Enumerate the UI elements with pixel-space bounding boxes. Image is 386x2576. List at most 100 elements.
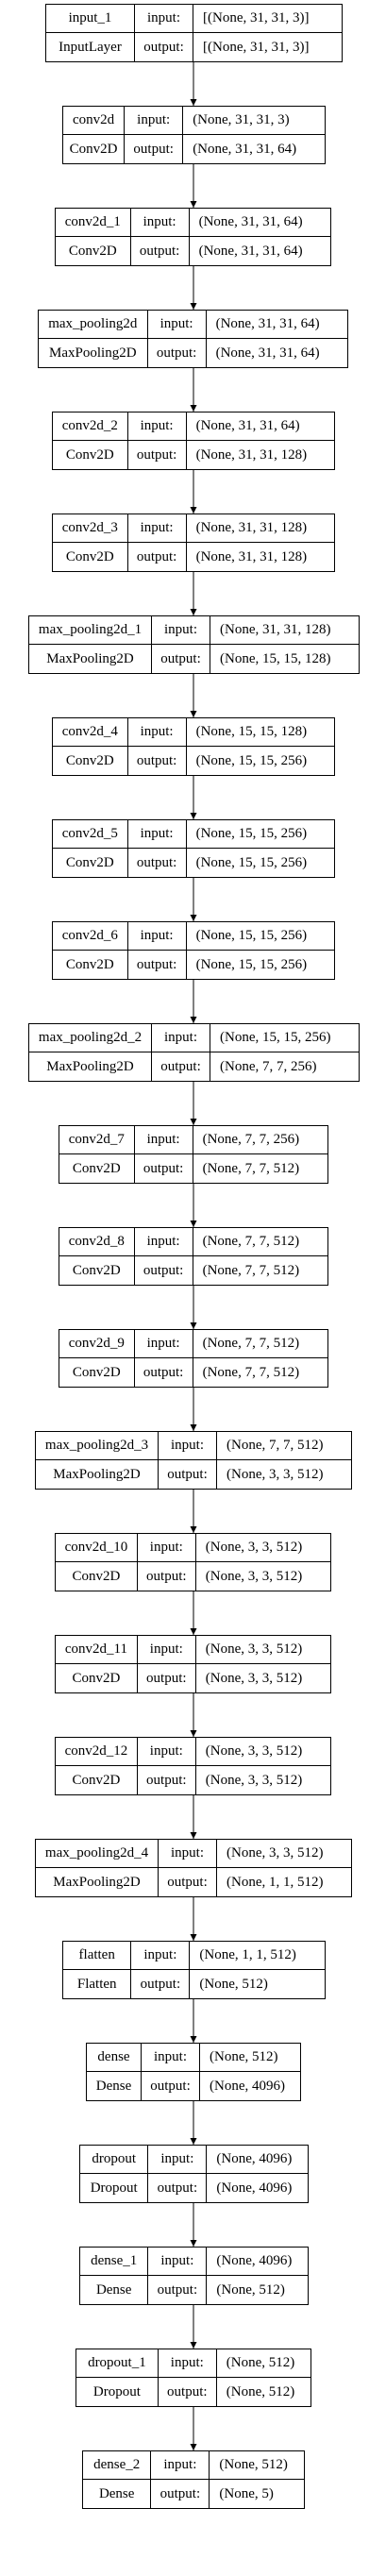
layer-type: MaxPooling2D — [36, 1460, 159, 1489]
output-shape: (None, 4096) — [216, 2180, 293, 2196]
layer-type: Flatten — [63, 1970, 132, 1998]
input-label: input: — [138, 1534, 196, 1561]
layer-name: conv2d_7 — [59, 1126, 135, 1153]
input-shape: (None, 4096) — [216, 2151, 293, 2166]
input-shape: (None, 15, 15, 256) — [220, 1030, 331, 1045]
layer-type: MaxPooling2D — [36, 1868, 159, 1896]
input-label: input: — [148, 2146, 208, 2173]
input-label: input: — [142, 2044, 200, 2071]
input-shape: (None, 31, 31, 64) — [198, 214, 303, 229]
layer-type: Conv2D — [53, 849, 128, 877]
layer-name: conv2d_5 — [53, 820, 128, 848]
layer-name: max_pooling2d — [39, 311, 148, 338]
layer-type: Conv2D — [59, 1154, 135, 1183]
layer-type: Conv2D — [56, 1664, 138, 1692]
output-label: output: — [148, 2174, 208, 2202]
output-shape: (None, 31, 31, 128) — [195, 446, 308, 463]
input-label: input: — [159, 1432, 217, 1459]
layer-type: Conv2D — [53, 951, 128, 979]
input-shape: (None, 7, 7, 256) — [202, 1132, 300, 1147]
layer-name: conv2d_10 — [56, 1534, 138, 1561]
output-shape: (None, 5) — [219, 2485, 274, 2501]
layer-type: MaxPooling2D — [29, 645, 152, 673]
output-shape: (None, 512) — [199, 1976, 268, 1992]
layer-name: dense_2 — [83, 2451, 152, 2479]
input-shape: (None, 31, 31, 128) — [195, 520, 308, 535]
input-shape: (None, 15, 15, 256) — [195, 826, 308, 841]
output-label: output: — [152, 645, 210, 673]
layer-name: dropout — [80, 2146, 149, 2173]
layer-name: input_1 — [46, 5, 135, 32]
layer-name: conv2d_9 — [59, 1330, 135, 1357]
input-shape: (None, 512) — [226, 2355, 295, 2370]
input-label: input: — [159, 1840, 217, 1867]
layer-type: MaxPooling2D — [29, 1052, 152, 1081]
layer-name: conv2d_8 — [59, 1228, 135, 1255]
input-shape: (None, 1, 1, 512) — [199, 1947, 296, 1962]
layer-type: Dropout — [76, 2378, 159, 2406]
output-shape: (None, 31, 31, 64) — [193, 141, 297, 157]
input-label: input: — [135, 1330, 193, 1357]
input-shape: (None, 31, 31, 64) — [195, 418, 300, 433]
input-label: input: — [128, 820, 187, 848]
input-shape: (None, 7, 7, 512) — [202, 1336, 300, 1351]
input-label: input: — [125, 107, 184, 134]
output-label: output: — [125, 135, 184, 163]
input-label: input: — [152, 616, 210, 644]
output-shape: (None, 1, 1, 512) — [227, 1874, 324, 1890]
layer-type: Conv2D — [63, 135, 126, 163]
layer-name: dense — [87, 2044, 142, 2071]
layer-type: MaxPooling2D — [39, 339, 148, 367]
output-label: output: — [128, 441, 187, 469]
output-shape: (None, 3, 3, 512) — [205, 1568, 303, 1584]
output-shape: (None, 7, 7, 512) — [202, 1160, 300, 1176]
output-label: output: — [142, 2072, 200, 2100]
output-shape: (None, 15, 15, 256) — [195, 752, 308, 768]
input-label: input: — [159, 2349, 217, 2377]
output-label: output: — [138, 1664, 196, 1692]
output-shape: (None, 7, 7, 512) — [202, 1364, 300, 1380]
output-shape: (None, 31, 31, 64) — [215, 345, 320, 361]
layer-type: Dropout — [80, 2174, 149, 2202]
layer-name: conv2d_4 — [53, 718, 128, 746]
layer-name: max_pooling2d_2 — [29, 1024, 152, 1052]
output-shape: (None, 3, 3, 512) — [205, 1772, 303, 1788]
input-label: input: — [128, 514, 187, 542]
input-shape: (None, 3, 3, 512) — [205, 1540, 303, 1555]
